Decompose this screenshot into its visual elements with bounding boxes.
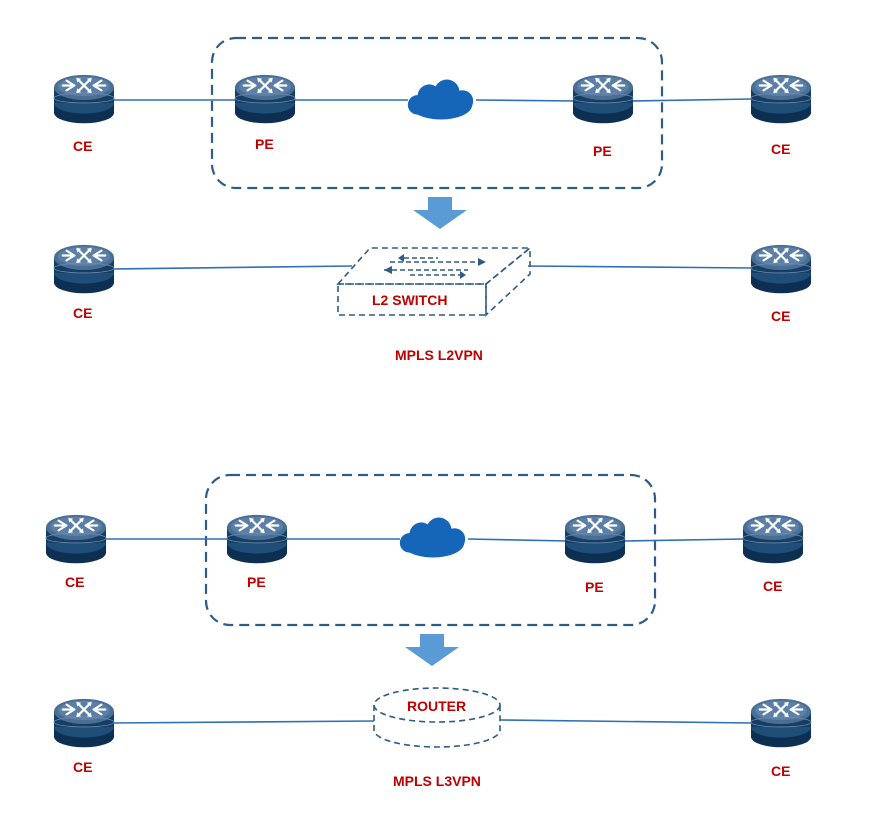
link-pe-ce-right <box>631 98 753 102</box>
router-icon <box>564 513 626 565</box>
link-ce-switch-left <box>111 265 353 270</box>
link-cloud-pe-right <box>475 99 577 102</box>
pe-label: PE <box>593 143 612 159</box>
router-icon <box>750 73 812 125</box>
switch-outline-icon <box>336 246 533 317</box>
cloud-icon <box>407 79 474 120</box>
down-arrow-icon <box>405 634 459 666</box>
link-ce-router-left <box>111 720 375 724</box>
provider-network-boundary <box>204 473 657 627</box>
switch-label: L2 SWITCH <box>372 292 447 308</box>
ce-label: CE <box>73 138 92 154</box>
l2vpn-section: CE PE PE CE <box>53 36 812 363</box>
router-outline-icon <box>373 687 501 748</box>
router-icon <box>572 73 634 125</box>
diagram-caption: MPLS L3VPN <box>393 773 481 789</box>
ce-label: CE <box>65 574 84 590</box>
provider-network-boundary <box>210 36 664 190</box>
ce-label: CE <box>763 578 782 594</box>
router-label: ROUTER <box>407 698 466 714</box>
router-icon <box>234 73 296 125</box>
l3vpn-section: CE PE PE CE ROUTER CE CE MPLS L3VPN <box>45 473 812 789</box>
down-arrow-icon <box>413 197 467 229</box>
router-icon <box>45 513 107 565</box>
router-icon <box>750 243 812 295</box>
link-cloud-pe-right <box>467 538 569 542</box>
router-icon <box>53 73 115 125</box>
router-icon <box>742 513 804 565</box>
cloud-icon <box>399 517 466 558</box>
diagram-caption: MPLS L2VPN <box>395 347 483 363</box>
link-pe-ce-right <box>623 538 745 542</box>
router-icon <box>53 243 115 295</box>
link-switch-ce-right <box>527 265 753 269</box>
link-router-ce-right <box>499 719 753 724</box>
pe-label: PE <box>247 574 266 590</box>
router-icon <box>750 697 812 749</box>
pe-label: PE <box>585 579 604 595</box>
ce-label: CE <box>771 308 790 324</box>
router-icon <box>53 697 115 749</box>
router-icon <box>226 513 288 565</box>
pe-label: PE <box>255 136 274 152</box>
ce-label: CE <box>771 763 790 779</box>
ce-label: CE <box>73 305 92 321</box>
ce-label: CE <box>771 141 790 157</box>
ce-label: CE <box>73 759 92 775</box>
